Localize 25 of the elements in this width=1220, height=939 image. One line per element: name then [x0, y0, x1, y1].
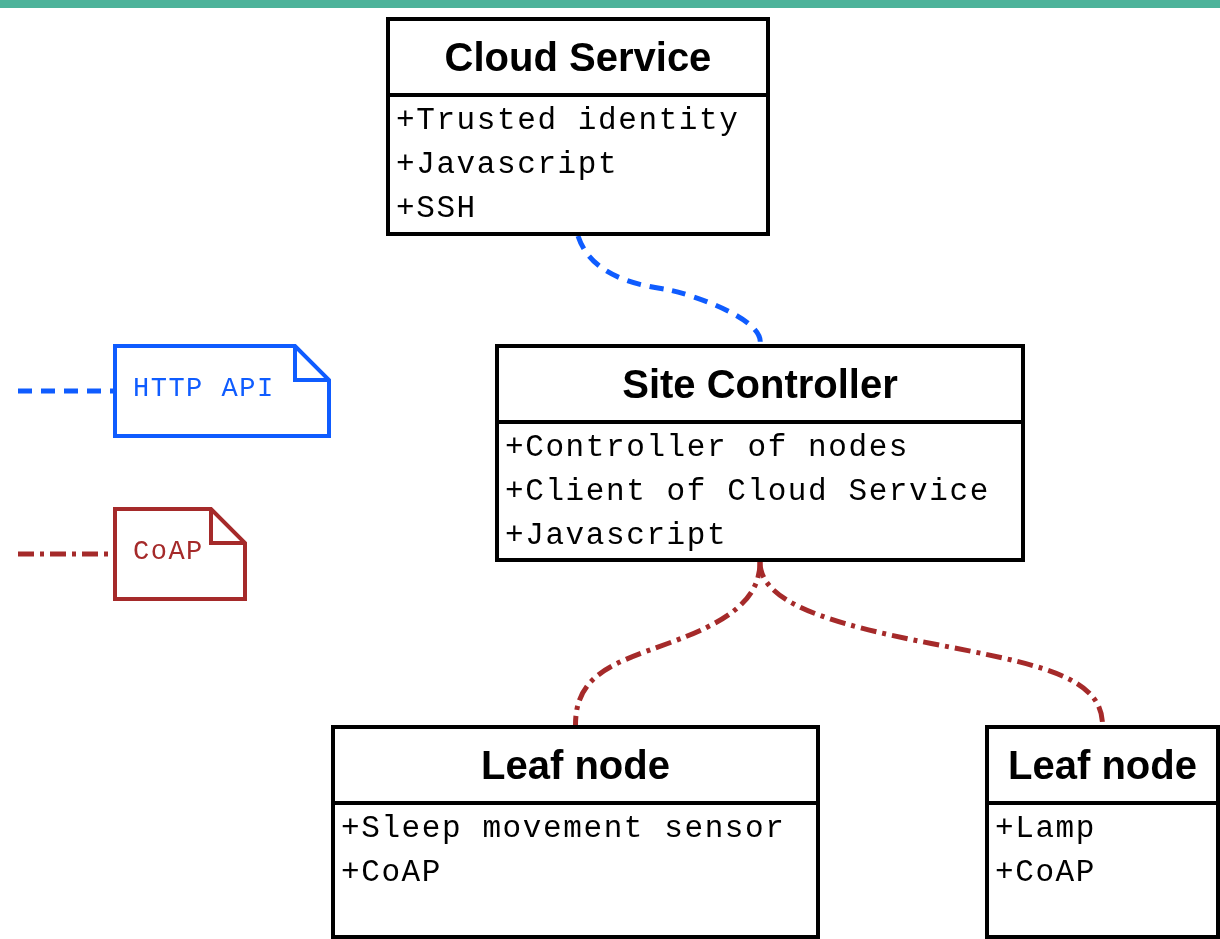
connector-line [573, 561, 763, 726]
class-attribute: +Javascript [396, 146, 619, 184]
class-attribute: +Lamp [995, 810, 1096, 848]
class-box [985, 725, 1220, 939]
class-title: Leaf node [481, 742, 670, 788]
note-label: HTTP API [133, 374, 275, 404]
note-label: CoAP [133, 537, 204, 567]
class-box [331, 725, 820, 939]
class-title: Leaf node [1008, 742, 1197, 788]
class-attribute: +Client of Cloud Service [505, 473, 990, 511]
class-attribute: +Controller of nodes [505, 429, 910, 467]
class-box [495, 344, 1025, 562]
note-shape [113, 344, 331, 438]
legend-line [18, 388, 113, 394]
class-attribute: +CoAP [995, 854, 1096, 892]
class-attribute: +SSH [396, 190, 477, 228]
class-attribute: +CoAP [341, 854, 442, 892]
note-shape [113, 507, 247, 601]
class-title: Site Controller [622, 361, 898, 407]
class-title: Cloud Service [444, 34, 712, 80]
class-attribute: +Sleep movement sensor [341, 810, 786, 848]
class-attribute: +Trusted identity [396, 102, 740, 140]
class-box [386, 17, 770, 236]
class-attribute: +Javascript [505, 517, 728, 555]
connector-line [575, 235, 763, 345]
